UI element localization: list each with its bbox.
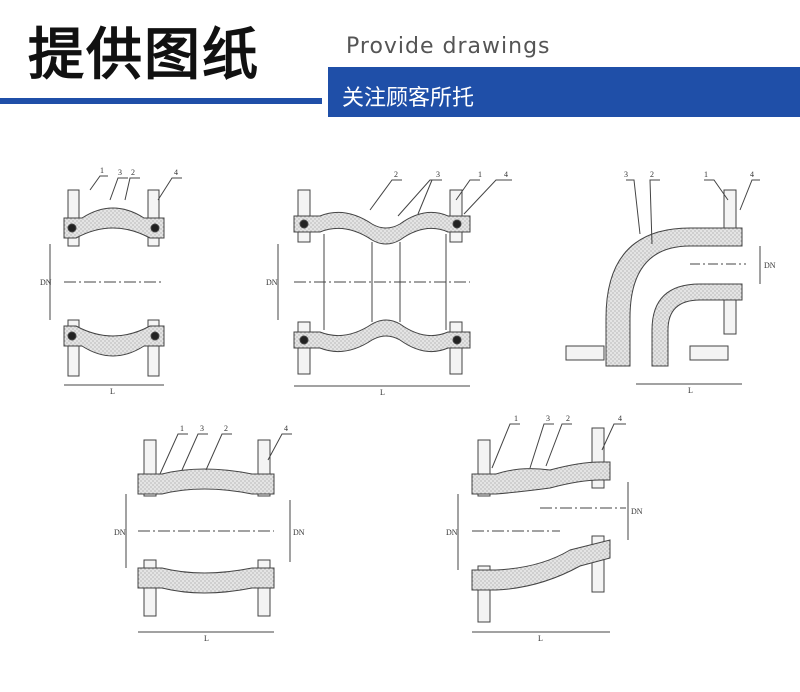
dimension-label: L bbox=[204, 634, 209, 643]
part-label: 3 bbox=[624, 170, 628, 179]
dimension-label: DN bbox=[293, 528, 305, 537]
dimension-label: DN bbox=[114, 528, 126, 537]
concentric-reducer-joint-drawing bbox=[125, 433, 292, 633]
dimension-label: L bbox=[538, 634, 543, 643]
dimension-label: DN bbox=[40, 278, 52, 287]
part-label: 3 bbox=[546, 414, 550, 423]
part-label: 2 bbox=[394, 170, 398, 179]
part-label: 4 bbox=[174, 168, 178, 177]
part-label: 2 bbox=[566, 414, 570, 423]
page-subtitle: Provide drawings bbox=[346, 34, 551, 59]
part-label: 1 bbox=[478, 170, 482, 179]
dimension-label: DN bbox=[631, 507, 643, 516]
technical-drawings: 1 3 2 4 L DN 2 3 1 4 L DN bbox=[40, 166, 776, 643]
page-title: 提供图纸 bbox=[28, 23, 260, 88]
part-label: 3 bbox=[200, 424, 204, 433]
part-label: 4 bbox=[284, 424, 288, 433]
part-label: 4 bbox=[504, 170, 508, 179]
part-label: 2 bbox=[131, 168, 135, 177]
part-label: 3 bbox=[118, 168, 122, 177]
part-label: 3 bbox=[436, 170, 440, 179]
elbow-joint-drawing bbox=[565, 179, 761, 385]
part-label: 4 bbox=[618, 414, 622, 423]
part-label: 1 bbox=[180, 424, 184, 433]
slogan-text: 关注顾客所托 bbox=[342, 86, 475, 111]
part-label: 1 bbox=[100, 166, 104, 175]
title-underline bbox=[0, 98, 322, 104]
dimension-label: DN bbox=[764, 261, 776, 270]
dimension-label: DN bbox=[446, 528, 458, 537]
part-label: 2 bbox=[224, 424, 228, 433]
part-label: 1 bbox=[514, 414, 518, 423]
eccentric-reducer-joint-drawing bbox=[457, 423, 629, 633]
dimension-label: L bbox=[380, 388, 385, 397]
part-label: 1 bbox=[704, 170, 708, 179]
single-sphere-joint-drawing bbox=[49, 175, 182, 386]
dimension-label: L bbox=[688, 386, 693, 395]
slogan-banner: 关注顾客所托 bbox=[328, 67, 800, 117]
double-sphere-joint-drawing bbox=[277, 179, 512, 387]
part-label: 2 bbox=[650, 170, 654, 179]
dimension-label: DN bbox=[266, 278, 278, 287]
dimension-label: L bbox=[110, 387, 115, 396]
part-label: 4 bbox=[750, 170, 754, 179]
